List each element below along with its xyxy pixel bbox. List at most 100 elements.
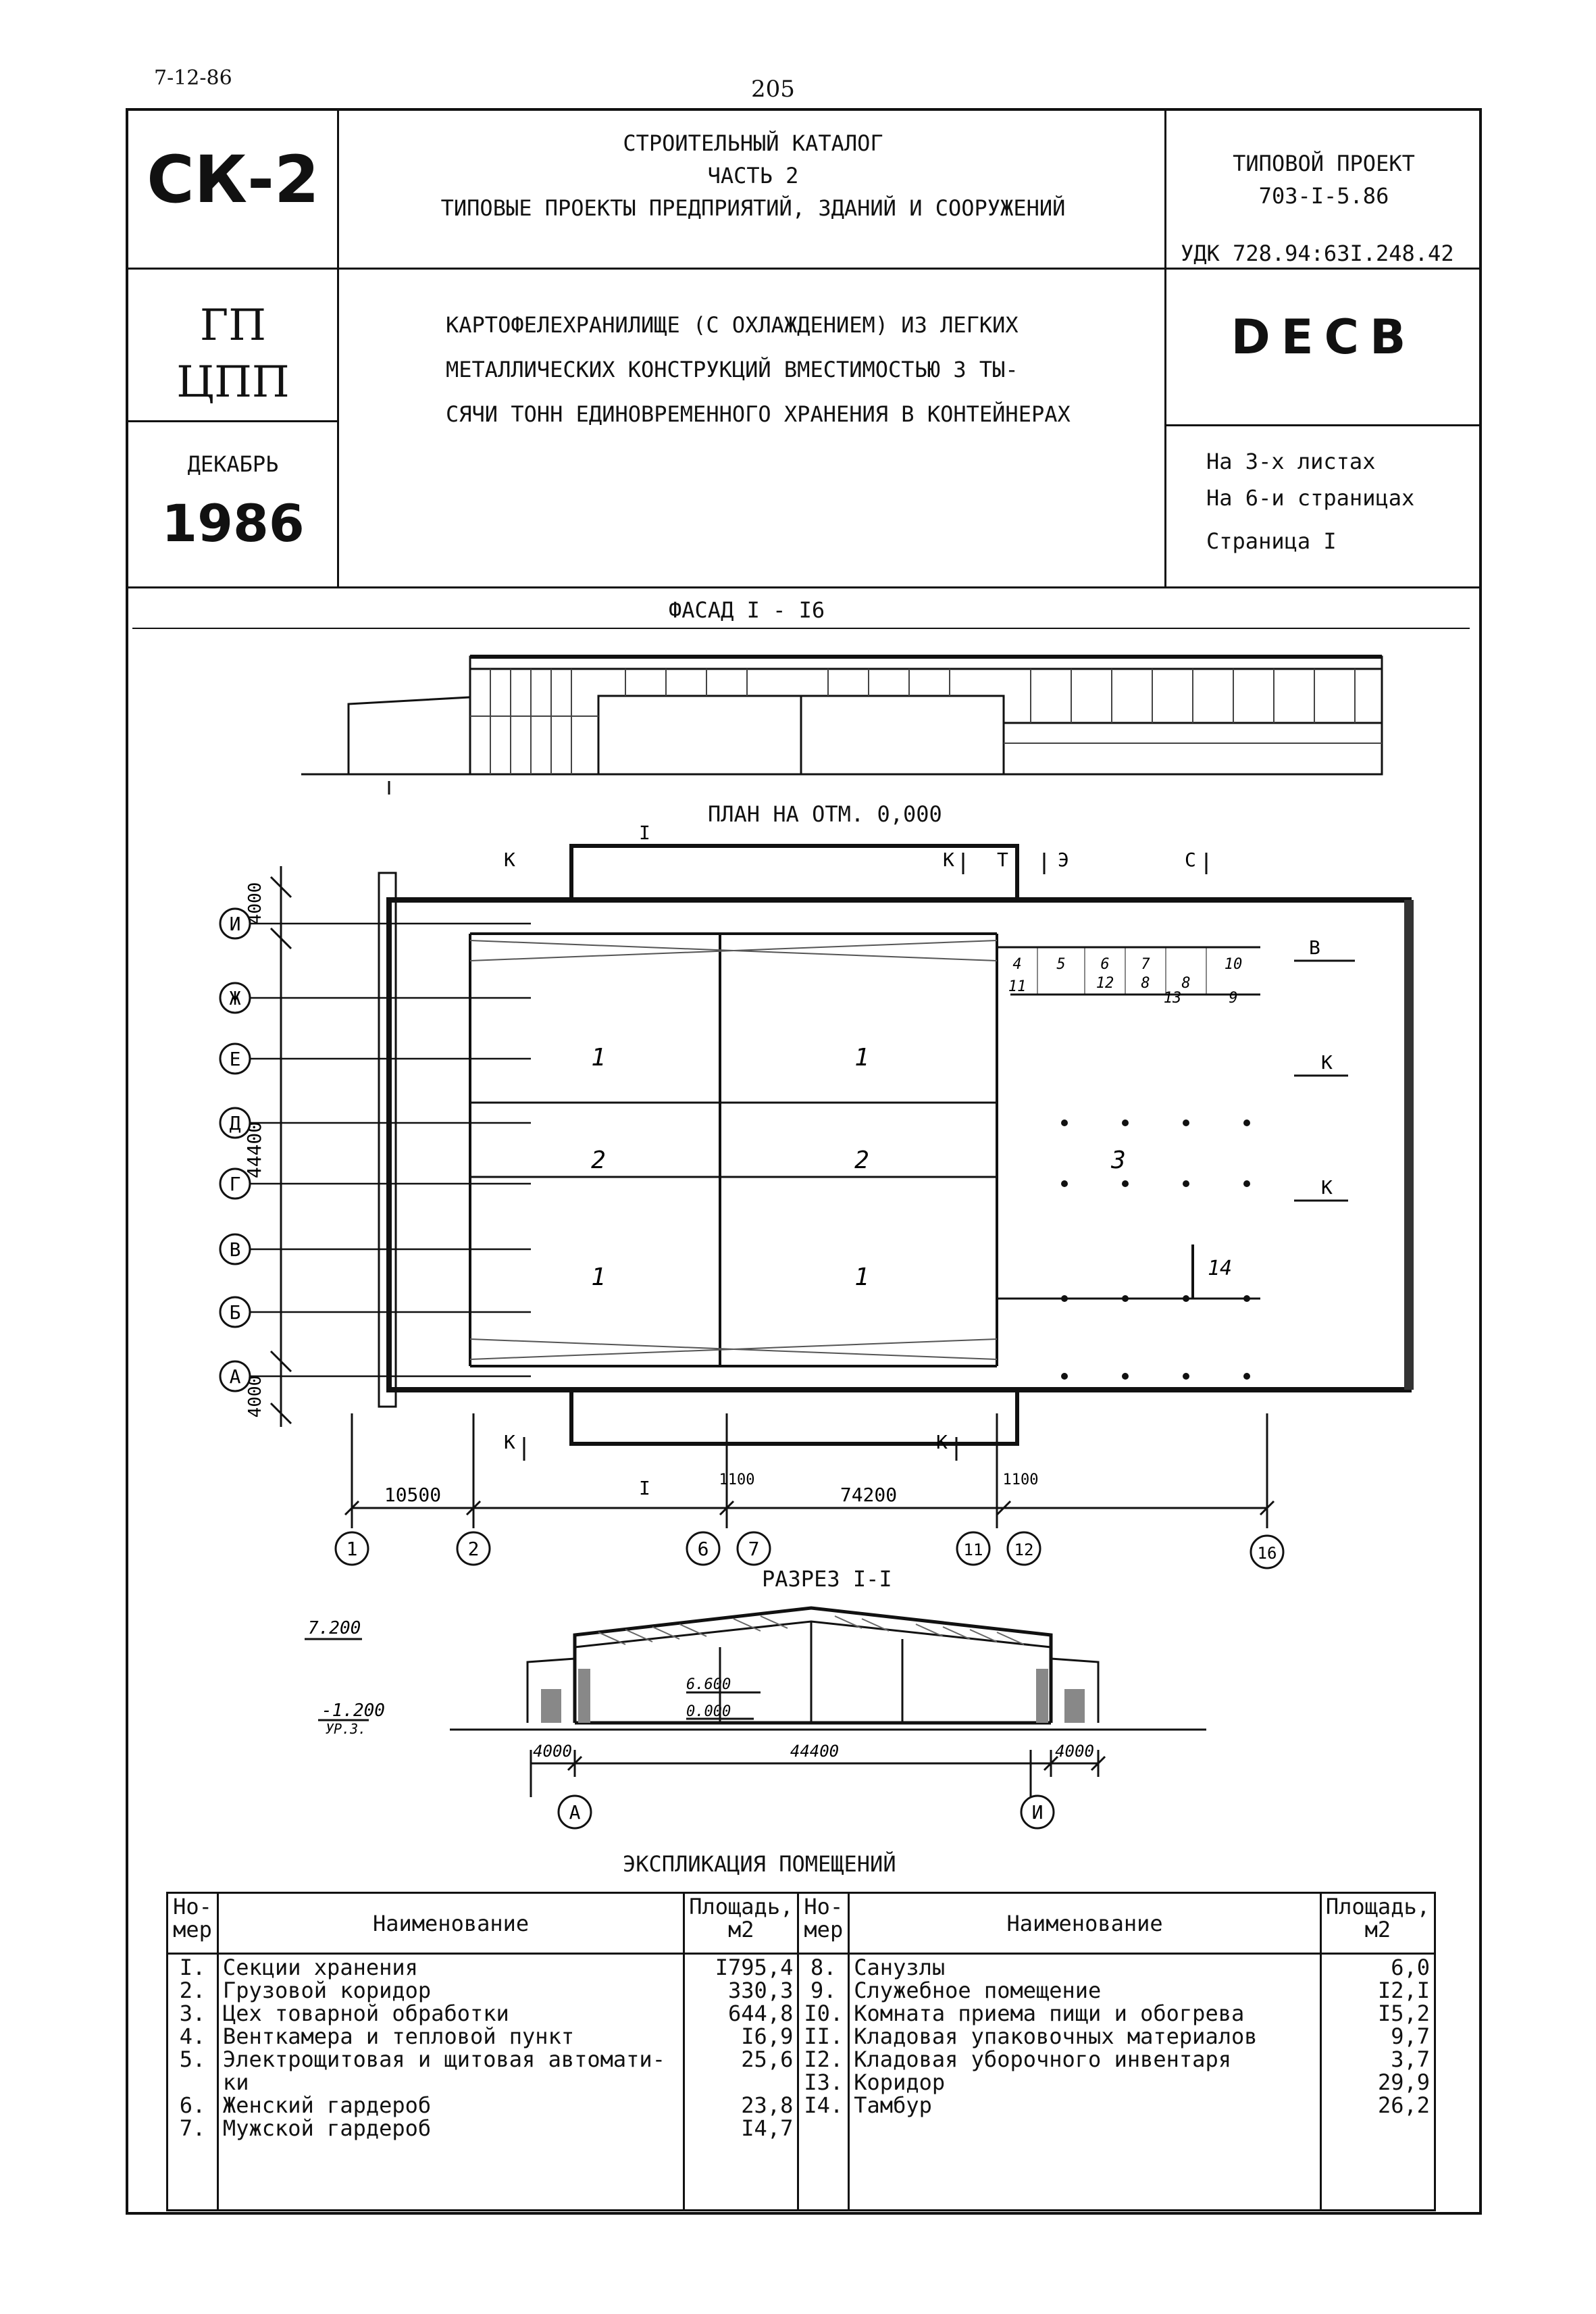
explication-table: Но-мер Наименование Площадь,м2 Но-мер На… (166, 1892, 1437, 2211)
plan-dim-labels: 10500 74200 1100 1100 (384, 1472, 1039, 1506)
project-label: ТИПОВОЙ ПРОЕКТ (1233, 151, 1415, 176)
project-title: КАРТОФЕЛЕХРАНИЛИЩЕ (С ОХЛАЖДЕНИЕМ) ИЗ ЛЕ… (446, 303, 1071, 436)
room-name: Санузлы (854, 1955, 946, 1980)
right-areas: 6,0 I2,I I5,2 9,7 3,7 29,9 26,2 (1319, 1953, 1437, 2211)
axis-label: А (569, 1801, 581, 1823)
sheets-info: На 3-х листах На 6-и страницах Страница … (1206, 443, 1414, 559)
axis-bubble-7 (736, 1531, 771, 1566)
axis-bubble-i (219, 907, 251, 940)
room-number: 1 (591, 1044, 606, 1072)
project-code: DECB (1231, 309, 1417, 365)
room-name: Женский гардероб (222, 2092, 432, 2118)
axis-label: 16 (1258, 1544, 1277, 1563)
level-bottom-note: УР.З. (326, 1721, 366, 1737)
room-name: Служебное помещение (854, 1978, 1102, 2003)
room-number: 9 (1229, 990, 1237, 1007)
facade-title: ФАСАД I - I6 (669, 597, 825, 623)
axis-bubble-11 (956, 1531, 991, 1566)
plan-bottom-dimensions (344, 1413, 1275, 1528)
axis-bubble-a (219, 1360, 251, 1392)
plan-drawing: 4000 44400 4000 И Ж Е Д Г В Б А (219, 826, 1414, 1569)
axis-label: В (230, 1238, 241, 1261)
section-dim-main: 44400 (790, 1742, 839, 1761)
axis-label: А (230, 1365, 241, 1388)
axis-bubble-6 (686, 1531, 721, 1566)
sheets-line: На 3-х листах (1206, 449, 1376, 474)
room-number: 14 (1208, 1257, 1232, 1280)
row-number: I4. (804, 2092, 844, 2118)
header-text: Но- (804, 1894, 844, 1919)
room-name: Цех товарной обработки (222, 2001, 509, 2026)
section-truss-web (598, 1615, 1025, 1645)
title-line: СЯЧИ ТОНН ЕДИНОВРЕМЕННОГО ХРАНЕНИЯ В КОН… (446, 401, 1071, 427)
header-text: мер (173, 1917, 212, 1942)
room-name: Венткамера и тепловой пункт (222, 2023, 575, 2049)
row-number: 3. (179, 2001, 206, 2026)
header-vdivider-2 (1164, 108, 1166, 588)
axis-label: 7 (748, 1538, 760, 1560)
axis-bubble-v (219, 1233, 251, 1265)
section-axis-labels: А И (569, 1801, 1044, 1823)
org-line: ЦПП (176, 357, 290, 407)
axis-bubble-2 (456, 1531, 491, 1566)
entrance-arrows (523, 853, 1355, 1461)
col-number-header: Но-мер (797, 1892, 850, 1955)
room-area: 9,7 (1391, 2023, 1430, 2049)
udk-code: УДК 728.94:63I.248.42 (1181, 241, 1454, 266)
facade-building (301, 655, 1383, 776)
plan-walls (378, 844, 1414, 1446)
org-line: ГП (199, 301, 267, 351)
row-number: 9. (810, 1978, 837, 2003)
entrance-marks: К К Т Э С В К К К К (504, 849, 1333, 1453)
left-areas: I795,4 330,3 644,8 I6,9 25,6 23,8 I4,7 (683, 1953, 800, 2211)
year: 1986 (161, 493, 305, 553)
header-divider-3 (1164, 424, 1479, 426)
row-number (172, 2071, 213, 2094)
section-frame (573, 1606, 1053, 1723)
room-name: ки (222, 2069, 249, 2095)
entrance-mark: К (1321, 1176, 1333, 1199)
catalog-line: СТРОИТЕЛЬНЫЙ КАТАЛОГ (623, 130, 883, 156)
room-number: 2 (591, 1147, 606, 1174)
room-number: 6 (1100, 956, 1109, 973)
series-code: СК-2 (147, 142, 319, 218)
room-area: 330,3 (728, 1978, 794, 2003)
sheets-line: Страница I (1206, 528, 1337, 554)
room-name: Грузовой коридор (222, 1978, 432, 2003)
catalog-line: ТИПОВЫЕ ПРОЕКТЫ ПРЕДПРИЯТИЙ, ЗДАНИЙ И СО… (440, 195, 1066, 221)
right-numbers: 8. 9. I0. II. I2. I3. I4. (797, 1953, 850, 2211)
room-number: 8 (1181, 975, 1190, 992)
table-header-row: Но-мер Наименование Площадь,м2 Но-мер На… (166, 1892, 1437, 1955)
plan-cross-bracing (469, 940, 998, 1360)
axis-bubble-1 (334, 1531, 369, 1566)
row-number: 4. (179, 2023, 206, 2049)
room-area: 26,2 (1377, 2092, 1430, 2118)
room-area: I6,9 (741, 2023, 794, 2049)
axis-label: 6 (698, 1538, 709, 1560)
room-name: Комната приема пищи и обогрева (854, 2001, 1245, 2026)
catalog-block: СТРОИТЕЛЬНЫЙ КАТАЛОГ ЧАСТЬ 2 ТИПОВЫЕ ПРО… (344, 127, 1162, 224)
facade-drawing (132, 628, 1470, 795)
right-names: Санузлы Служебное помещение Комната прие… (848, 1953, 1322, 2211)
sheet-frame (126, 108, 1482, 2215)
col-name-header: Наименование (216, 1892, 686, 1955)
level-top: 7.200 (308, 1618, 361, 1638)
row-number: 6. (179, 2092, 206, 2118)
service-room-numbers: 4 5 6 7 8 8 9 10 11 12 13 14 (1008, 956, 1243, 1280)
header-text: мер (804, 1917, 844, 1942)
room-number: 2 (854, 1147, 869, 1174)
row-number: I. (179, 1955, 206, 1980)
section-left-annex (526, 1657, 575, 1723)
header-text: Площадь, (689, 1894, 794, 1919)
section-dim-right: 4000 (1055, 1742, 1094, 1761)
room-name: Коридор (854, 2069, 946, 2095)
header-vdivider-1 (337, 108, 339, 588)
axis-label: Д (230, 1112, 241, 1134)
room-numbers: 1 1 1 1 2 2 3 (591, 1044, 1126, 1291)
level-inner: 6.600 (686, 1676, 731, 1693)
room-number: 1 (854, 1263, 869, 1291)
section-dimensions (530, 1750, 1106, 1797)
axis-bubble-e (219, 1042, 251, 1075)
room-number: 10 (1225, 956, 1243, 973)
entrance-mark: К (504, 849, 515, 871)
